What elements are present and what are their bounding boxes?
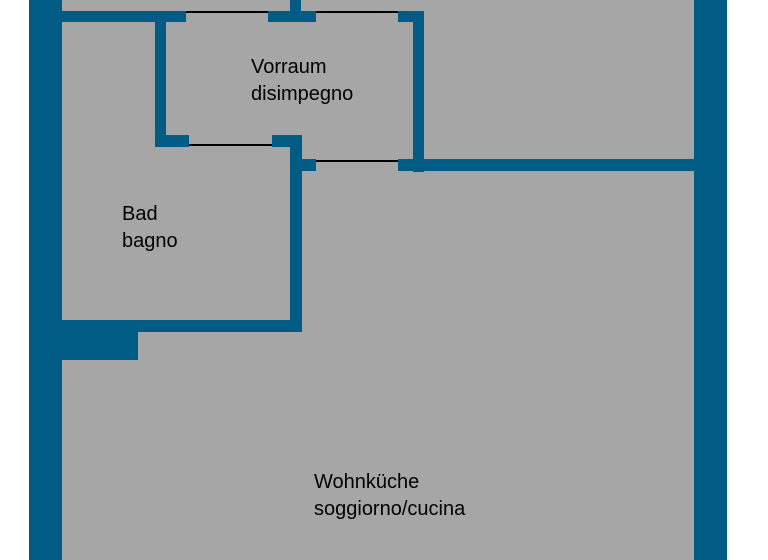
- room-label-vorraum: Vorraum disimpegno: [251, 54, 353, 108]
- wall-top-left: [62, 11, 186, 22]
- wall-shaft: [62, 320, 138, 360]
- wall-top-stub: [290, 0, 301, 22]
- wall-vorraum-bottom-left: [155, 135, 189, 147]
- outer-wall-right: [694, 0, 727, 560]
- wall-vorraum-right: [413, 11, 424, 172]
- wall-vorraum-left: [155, 11, 166, 147]
- room-label-bad: Bad bagno: [122, 201, 178, 255]
- wall-mid-right: [398, 159, 694, 171]
- room-label-wohnkueche: Wohnküche soggiorno/cucina: [314, 469, 465, 523]
- wall-bad-right: [290, 135, 302, 332]
- outer-wall-left: [29, 0, 62, 560]
- room-label-bad-it: bagno: [122, 230, 178, 252]
- room-label-vorraum-de: Vorraum: [251, 56, 327, 78]
- room-label-wohnkueche-de: Wohnküche: [314, 471, 420, 493]
- room-label-wohnkueche-it: soggiorno/cucina: [314, 498, 466, 520]
- wall-mid-stub: [301, 159, 316, 171]
- floor-area: [62, 0, 694, 560]
- wall-top-right: [398, 11, 424, 22]
- room-label-vorraum-it: disimpegno: [251, 83, 354, 105]
- room-label-bad-de: Bad: [122, 203, 158, 225]
